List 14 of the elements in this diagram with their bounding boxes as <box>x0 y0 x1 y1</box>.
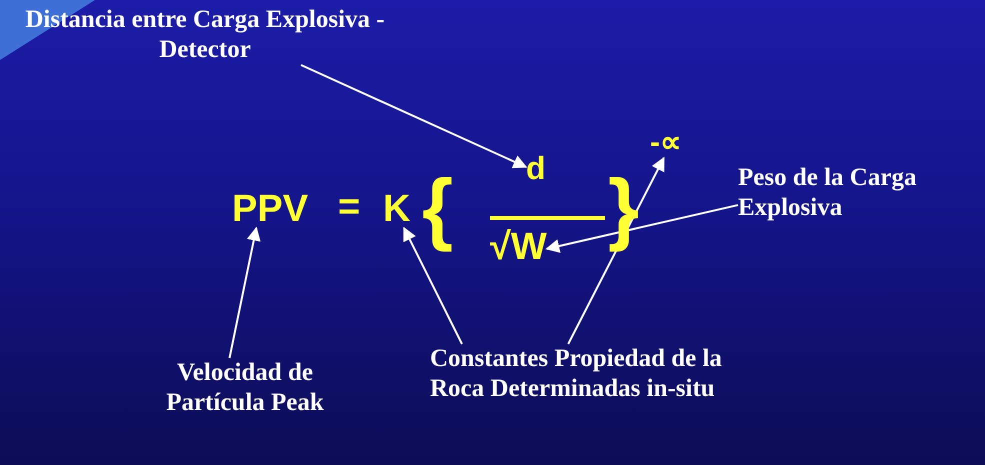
formula-exponent: -∝ <box>650 128 681 158</box>
annotation-text: Constantes Propiedad de la Roca Determinadas in-situ <box>430 344 740 404</box>
leader-line <box>300 64 528 168</box>
annotation-text: Peso de la Carga Explosiva <box>738 163 978 223</box>
leader-line <box>545 204 738 253</box>
leader-line <box>228 226 261 358</box>
formula-term: PPV <box>232 190 308 228</box>
annotation-text: Velocidad de Partícula Peak <box>130 358 360 418</box>
formula-term: d <box>526 152 546 184</box>
leader-line <box>403 226 463 344</box>
formula-equals: = <box>338 188 360 226</box>
formula-term: √W <box>490 228 547 266</box>
formula-term: K <box>383 190 410 228</box>
annotation-text: Distancia entre Carga Explosiva - Detector <box>5 5 405 65</box>
